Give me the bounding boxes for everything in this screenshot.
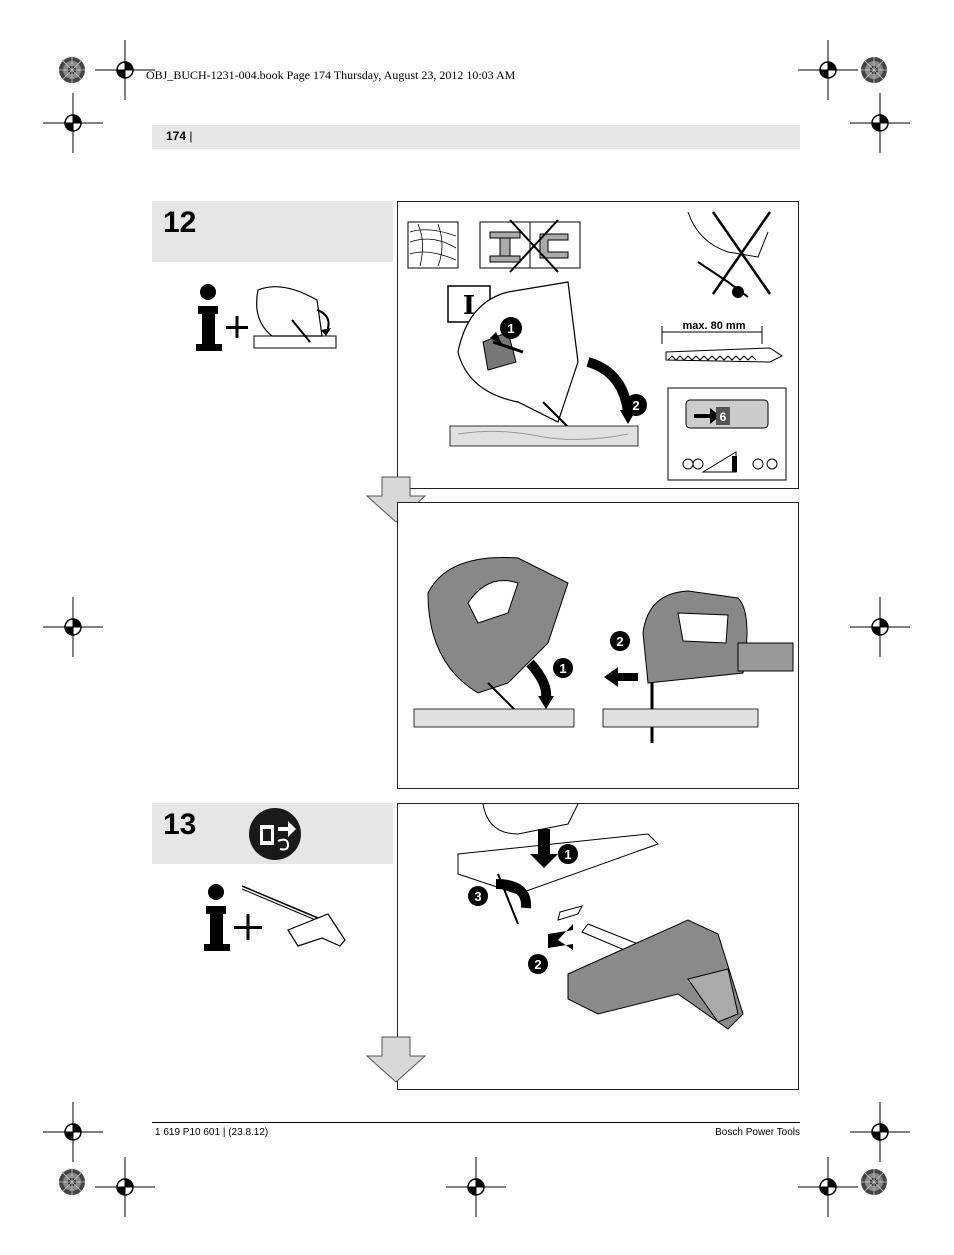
header-bar [152,125,800,149]
registration-mark-icon [850,1102,910,1162]
svg-text:I: I [463,291,475,321]
callout-1: 1 [564,847,571,862]
registration-mark-icon [43,1102,103,1162]
print-slug: OBJ_BUCH-1231-004.book Page 174 Thursday… [146,68,516,82]
registration-mark-icon [850,93,910,153]
step-13-panel: 1 3 2 [397,803,799,1090]
wood-grain-icon [407,221,459,269]
color-target-icon [58,1168,86,1196]
registration-mark-icon [850,597,910,657]
step-12-panel-b: 1 2 [397,502,799,789]
max-length-label: max. 80 mm [683,320,746,332]
callout-2: 2 [616,634,623,649]
color-target-icon [860,56,888,84]
registration-mark-icon [95,1157,155,1217]
step-number: 13 [163,808,197,841]
registration-mark-icon [798,1157,858,1217]
footer-rule [152,1122,800,1123]
no-metal-icon [479,219,581,273]
registration-mark-icon [446,1157,506,1217]
color-target-icon [860,1168,888,1196]
callout-1: 1 [507,321,514,336]
color-target-icon [58,56,86,84]
callout-1: 1 [559,661,566,676]
speed-digit: 6 [720,410,727,424]
page-number: 174 | [166,129,193,143]
info-plus-icon [204,884,346,951]
callout-3: 3 [474,889,481,904]
callout-2: 2 [534,957,541,972]
footer-brand: Bosch Power Tools [715,1127,800,1138]
registration-mark-icon [43,597,103,657]
step-12-label-box [152,201,393,262]
callout-2: 2 [632,398,639,413]
registration-mark-icon [43,93,103,153]
step-12-panel-a: I 1 2 max. 80 mm 6 [397,201,799,489]
registration-mark-icon [798,40,858,100]
step-number: 12 [163,206,197,239]
footer-doc-id: 1 619 P10 601 | (23.8.12) [155,1127,269,1138]
info-plus-icon [196,284,337,351]
unplug-icon [249,808,301,860]
down-arrow-icon [365,1036,427,1083]
